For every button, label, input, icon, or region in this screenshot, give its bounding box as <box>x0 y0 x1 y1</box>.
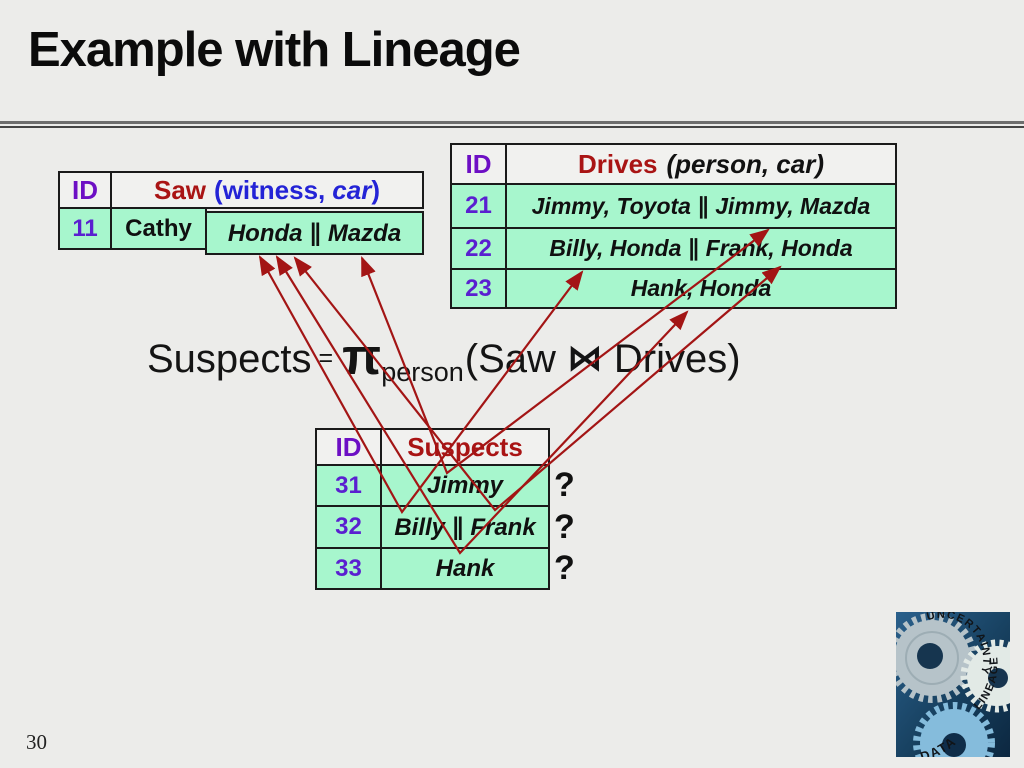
page-number: 30 <box>26 730 47 754</box>
drives-row-value: Hank, Honda <box>505 268 897 309</box>
suspects-row-value: Jimmy <box>380 464 550 507</box>
uncertainty-question-mark: ? <box>554 549 575 587</box>
formula-join-symbol: ⋈ <box>566 338 603 379</box>
drives-attrs: (person, car) <box>666 148 825 179</box>
title-divider-top <box>0 121 1024 124</box>
formula-lhs: Suspects <box>147 337 312 381</box>
uncertainty-question-mark: ? <box>554 508 575 546</box>
saw-attr-close: ) <box>371 174 380 205</box>
gear-lineage <box>960 639 1010 713</box>
suspects-row-id: 33 <box>315 547 382 590</box>
drives-id-header: ID <box>450 143 507 185</box>
gear-hub <box>942 733 966 757</box>
drives-title-header: Drives (person, car) <box>505 143 897 185</box>
formula-open: (Saw <box>464 337 556 381</box>
drives-row-id: 22 <box>450 227 507 270</box>
drives-title: Drives <box>578 148 658 179</box>
saw-title: Saw <box>154 174 207 205</box>
formula-close: Drives) <box>613 337 741 381</box>
suspects-row-id: 31 <box>315 464 382 507</box>
saw-id-header: ID <box>58 171 112 209</box>
suspects-row-value: Hank <box>380 547 550 590</box>
formula-equals: = <box>318 344 334 372</box>
gear-data <box>913 702 995 757</box>
suspects-title-header: Suspects <box>380 428 550 466</box>
saw-attr-car: car <box>332 174 372 205</box>
lineage-project-logo: UNCERTAINTY LINEAGE DATA <box>896 612 1010 757</box>
saw-row-witness: Cathy <box>110 207 207 250</box>
slide-title: Example with Lineage <box>28 23 521 77</box>
saw-row-id: 11 <box>58 207 112 250</box>
suspects-row-value: Billy ∥ Frank <box>380 505 550 549</box>
suspects-id-header: ID <box>315 428 382 466</box>
drives-row-value: Jimmy, Toyota ∥ Jimmy, Mazda <box>505 183 897 229</box>
suspects-formula: Suspects= πperson(Saw⋈Drives) <box>147 327 741 388</box>
gear-hub <box>988 668 1008 688</box>
title-divider-bottom <box>0 126 1024 128</box>
saw-title-header: Saw (witness, car ) <box>110 171 424 209</box>
formula-pi-symbol: π <box>342 328 381 385</box>
saw-row-car: Honda ∥ Mazda <box>205 211 424 255</box>
gear-hub <box>917 643 943 669</box>
uncertainty-question-mark: ? <box>554 466 575 504</box>
drives-row-id: 21 <box>450 183 507 229</box>
suspects-row-id: 32 <box>315 505 382 549</box>
saw-attr-open: (witness, <box>214 174 326 205</box>
drives-row-id: 23 <box>450 268 507 309</box>
formula-subscript: person <box>381 357 464 387</box>
drives-row-value: Billy, Honda ∥ Frank, Honda <box>505 227 897 270</box>
